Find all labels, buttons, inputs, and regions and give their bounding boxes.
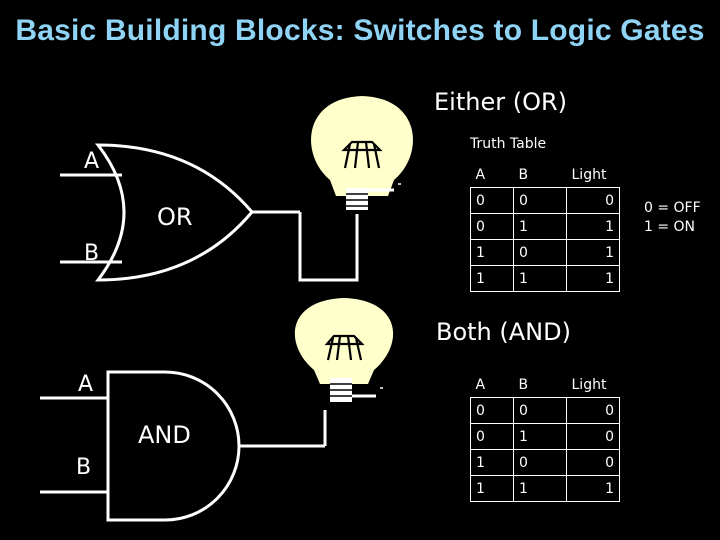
or-return-wire bbox=[298, 212, 359, 282]
slide-title: Basic Building Blocks: Switches to Logic… bbox=[15, 14, 705, 47]
table-cell: 0 bbox=[513, 239, 567, 266]
table-cell: 0 bbox=[566, 449, 620, 476]
table-cell: 0 bbox=[566, 423, 620, 450]
table-row: 1 0 0 bbox=[470, 449, 620, 476]
table-cell: 0 bbox=[513, 397, 567, 424]
and-heading: Both (AND) bbox=[436, 318, 571, 346]
table-cell: 0 bbox=[566, 397, 620, 424]
or-input-a-label: A bbox=[84, 149, 99, 174]
column-header: A bbox=[475, 166, 486, 183]
table-cell: 1 bbox=[470, 265, 514, 292]
table-row: 1 0 1 bbox=[470, 239, 620, 266]
and-truth-table: A B Light 0 0 0 0 1 0 1 0 0 1 1 1 bbox=[470, 372, 620, 502]
or-gate-body bbox=[94, 143, 254, 282]
legend-off: 0 = OFF bbox=[644, 200, 701, 216]
table-cell: 1 bbox=[513, 423, 567, 450]
table-cell: 1 bbox=[566, 239, 620, 266]
table-cell: 0 bbox=[513, 187, 567, 214]
table-cell: 1 bbox=[470, 475, 514, 502]
table-cell: 1 bbox=[470, 239, 514, 266]
table-cell: 1 bbox=[513, 265, 567, 292]
and-gate-body bbox=[106, 370, 241, 522]
table-cell: 0 bbox=[513, 449, 567, 476]
or-gate bbox=[60, 143, 359, 282]
table-cell: 1 bbox=[513, 213, 567, 240]
table-cell: 0 bbox=[566, 187, 620, 214]
legend-on: 1 = ON bbox=[644, 219, 696, 235]
table-cell: 1 bbox=[470, 449, 514, 476]
table-row: 1 1 1 bbox=[470, 475, 620, 502]
legend: 0 = OFF 1 = ON bbox=[644, 199, 701, 237]
column-header: B bbox=[518, 166, 529, 183]
table-cell: 1 bbox=[513, 475, 567, 502]
table-cell: 1 bbox=[566, 475, 620, 502]
column-header: Light bbox=[571, 376, 607, 393]
and-gate-label: AND bbox=[138, 421, 191, 449]
table-cell: 0 bbox=[470, 423, 514, 450]
table-row: 0 1 0 bbox=[470, 423, 620, 450]
and-input-a-label: A bbox=[78, 372, 93, 397]
and-input-b-label: B bbox=[76, 455, 91, 480]
or-input-b-label: B bbox=[84, 241, 99, 266]
table-cell: 1 bbox=[566, 213, 620, 240]
table-header-row: A B Light bbox=[471, 372, 620, 398]
or-bulb-icon bbox=[311, 96, 413, 210]
table-cell: 0 bbox=[470, 187, 514, 214]
table-row: 0 1 1 bbox=[470, 213, 620, 240]
table-row: 1 1 1 bbox=[470, 265, 620, 292]
or-gate-label: OR bbox=[157, 203, 193, 231]
table-row: 0 0 0 bbox=[470, 397, 620, 424]
table-cell: 1 bbox=[566, 265, 620, 292]
column-header: B bbox=[518, 376, 529, 393]
and-gate bbox=[40, 370, 327, 522]
table-cell: 0 bbox=[470, 397, 514, 424]
or-heading: Either (OR) bbox=[434, 88, 568, 116]
column-header: Light bbox=[571, 166, 607, 183]
and-bulb-icon bbox=[294, 298, 394, 402]
truth-table-caption: Truth Table bbox=[470, 136, 547, 152]
table-header-row: A B Light bbox=[471, 162, 620, 188]
table-cell: 0 bbox=[470, 213, 514, 240]
column-header: A bbox=[475, 376, 486, 393]
table-row: 0 0 0 bbox=[470, 187, 620, 214]
or-truth-table: A B Light 0 0 0 0 1 1 1 0 1 1 1 1 bbox=[470, 162, 620, 292]
